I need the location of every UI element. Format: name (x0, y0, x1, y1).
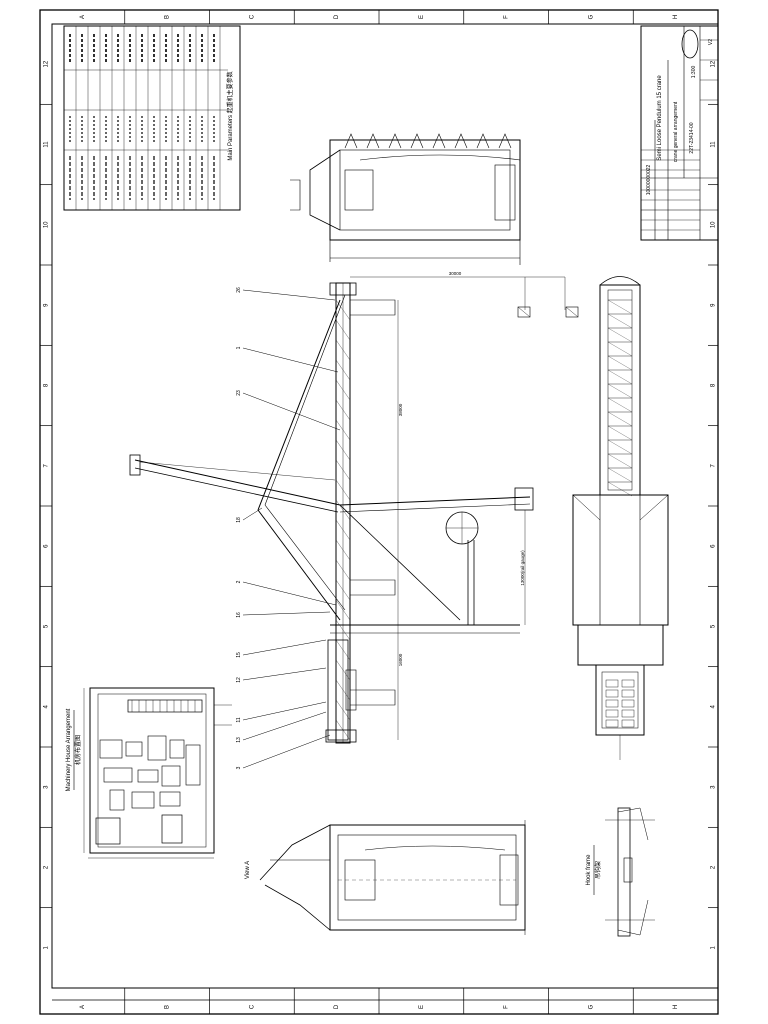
zone-letter-top: G (588, 14, 594, 19)
zone-number-right: 7 (711, 464, 717, 468)
revision-label: V2 (708, 39, 714, 45)
callout-label: 2 (236, 580, 242, 583)
zone-number-right: 2 (711, 865, 717, 869)
zone-letter-top: F (504, 15, 510, 19)
dim-rail-gauge: 13000(rail gauge) (520, 550, 525, 586)
zone-number-right: 1 (711, 946, 717, 950)
drawing-id: 10000000022 (646, 164, 652, 195)
zone-number-right: 6 (711, 544, 717, 548)
callout-label: 12 (236, 677, 242, 683)
callouts-main: 26 1 23 18 2 16 15 12 11 13 3 (236, 287, 341, 769)
zone-letters: A A B B C C D D E E F F G G H H (80, 10, 679, 1014)
callout-label: 11 (236, 717, 242, 722)
callout-label: 16 (236, 612, 242, 618)
zone-letter-bottom: A (80, 1005, 86, 1009)
zone-number-left: 6 (44, 544, 50, 548)
callout-label: 23 (236, 390, 242, 396)
zone-number-left: 7 (44, 464, 50, 468)
zone-letter-bottom: E (419, 1005, 425, 1009)
zone-letter-top: H (673, 15, 679, 19)
zone-letter-top: E (419, 15, 425, 19)
zone-letter-bottom: B (165, 1005, 171, 1009)
outer-border (39, 9, 719, 1015)
hook-frame-label: Hook frame (586, 854, 592, 886)
crane-plan-view (572, 276, 669, 760)
zone-letter-top: B (165, 15, 171, 19)
scale-label: 1:300 (691, 66, 697, 79)
dim-height: 38000 (398, 403, 403, 416)
end-view-bottom: View A (245, 820, 526, 935)
company-logo (681, 29, 699, 59)
zone-number-left: 11 (44, 141, 50, 148)
zone-letter-bottom: G (588, 1004, 594, 1009)
dim-span: 30000 (449, 271, 462, 276)
zone-number-left: 12 (44, 60, 50, 67)
end-view-top (290, 133, 521, 265)
zone-number-right: 9 (711, 303, 717, 307)
machinery-house-title: Machinery House Arrangement (66, 708, 72, 791)
zone-number-left: 5 (44, 624, 50, 628)
zone-letter-bottom: D (334, 1004, 340, 1009)
zone-letter-top: D (334, 14, 340, 19)
hook-frame-label-cn: 吊钩架 (594, 861, 602, 879)
title-block: Semi Loose Pendulum 15 crane crane gener… (640, 25, 719, 241)
zone-number-right: 8 (711, 383, 717, 387)
parameters-table-title: Main Parameters 起重机主要参数 (226, 71, 234, 160)
callout-label: 1 (236, 346, 242, 349)
zone-number-right: 10 (711, 221, 717, 228)
parameters-table: Main Parameters 起重机主要参数 (63, 25, 241, 211)
callout-label: 3 (236, 766, 242, 769)
machinery-house-plan: Machinery House Arrangement 机房布置图 (66, 687, 232, 859)
hook-frame: Hook frame 吊钩架 (586, 807, 655, 937)
callout-label: 18 (236, 517, 242, 523)
drawing-number: 22T-23414-00 (689, 122, 695, 153)
callout-label: 26 (236, 287, 242, 293)
callout-label: 15 (236, 652, 242, 658)
zone-number-right: 4 (711, 705, 717, 709)
zone-letter-bottom: C (249, 1004, 255, 1009)
dim-lower: 16000 (398, 653, 403, 666)
zone-number-right: 11 (711, 141, 717, 148)
zone-number-left: 2 (44, 865, 50, 869)
zone-number-right: 3 (711, 785, 717, 789)
view-a-label: View A (245, 861, 251, 879)
zone-letter-bottom: F (504, 1005, 510, 1009)
zone-number-right: 12 (711, 60, 717, 67)
machinery-house-title-cn: 机房布置图 (74, 735, 82, 765)
zone-number-left: 3 (44, 785, 50, 789)
zone-number-right: 5 (711, 624, 717, 628)
zone-letter-top: A (80, 15, 86, 19)
drawing-title: crane general arrangement (673, 101, 679, 162)
zone-number-left: 10 (44, 221, 50, 228)
zone-letter-top: C (249, 14, 255, 19)
zone-number-left: 9 (44, 303, 50, 307)
callout-label: 13 (236, 737, 242, 743)
crane-side-elevation: 13000(rail gauge) 38000 30000 16000 (129, 271, 579, 744)
zone-number-left: 4 (44, 705, 50, 709)
zone-number-left: 1 (44, 946, 50, 950)
zone-number-left: 8 (44, 383, 50, 387)
zone-letter-bottom: H (673, 1005, 679, 1009)
project-title: Semi Loose Pendulum 15 crane (657, 75, 663, 161)
